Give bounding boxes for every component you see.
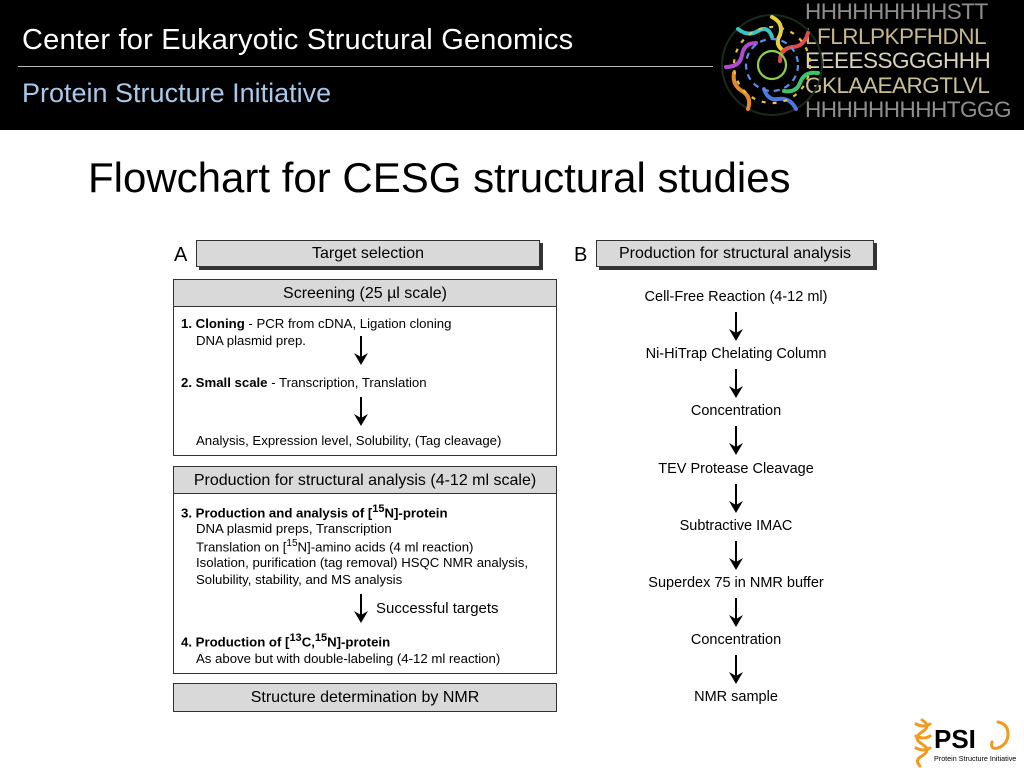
step4-line2: As above but with double-labeling (4-12 …: [196, 651, 501, 666]
flow-step-6: Superdex 75 in NMR buffer: [648, 575, 824, 591]
step3-line4: Isolation, purification (tag removal) HS…: [196, 555, 528, 570]
step4-isotope-c: 13: [289, 632, 302, 644]
step4-line1: 4. Production of [13C,15N]-protein: [181, 632, 390, 649]
step2-number: 2.: [181, 375, 192, 390]
sequence-graphic: HHHHHHHHHSTT LFLRLPKPFHDNL EEEESSGGGHHH …: [805, 0, 1024, 123]
sequence-line-2: LFLRLPKPFHDNL: [805, 23, 987, 49]
step2-title: Small scale: [195, 375, 268, 390]
step3-isotope: 15: [372, 503, 385, 515]
flow-step-5: Subtractive IMAC: [679, 517, 793, 534]
step3-line1: 3. Production and analysis of [15N]-prot…: [181, 503, 448, 520]
step1-line2: DNA plasmid prep.: [196, 333, 306, 348]
arrow-down-icon: [729, 426, 743, 456]
production-label: Production for structural analysis (4-12…: [193, 471, 537, 489]
step4-title-a: Production of [: [195, 634, 290, 650]
step2-detail: - Transcription, Translation: [267, 375, 427, 390]
step3-line5: Solubility, stability, and MS analysis: [196, 572, 403, 587]
step4-number: 4.: [181, 634, 192, 650]
screening-label: Screening (25 µl scale): [283, 284, 447, 302]
step3-line2: DNA plasmid preps, Transcription: [196, 521, 392, 536]
step3-title-b: N]-protein: [384, 505, 448, 521]
production-header: Production for structural analysis (4-12…: [173, 466, 557, 494]
step3-line3-a: Translation on [: [196, 539, 287, 555]
panel-b-header-box: Production for structural analysis: [596, 240, 874, 267]
structure-determination-label: Structure determination by NMR: [250, 688, 480, 706]
slide-title: Flowchart for CESG structural studies: [88, 154, 791, 201]
arrow-down-icon: [729, 540, 743, 570]
flow-step-1: Cell-Free Reaction (4-12 ml): [644, 289, 828, 305]
panel-b-label: B: [574, 244, 588, 266]
psi-tagline: Protein Structure Initiative: [934, 754, 1016, 763]
analysis-line: Analysis, Expression level, Solubility, …: [196, 433, 502, 448]
panel-b-header-label: Production for structural analysis: [618, 244, 852, 262]
successful-targets-label: Successful targets: [376, 600, 499, 617]
flow-step-4: TEV Protease Cleavage: [658, 460, 814, 477]
structure-determination-box: Structure determination by NMR: [173, 683, 557, 712]
step3-line3-b: N]-amino acids (4 ml reaction): [297, 539, 474, 555]
arrow-down-icon: [729, 369, 743, 399]
protein-structure-image: [721, 14, 823, 116]
arrow-down-icon: [729, 483, 743, 513]
initiative-subtitle: Protein Structure Initiative: [22, 78, 332, 108]
flow-step-7: Concentration: [690, 632, 782, 649]
sequence-line-1: HHHHHHHHHSTT: [805, 0, 988, 24]
arrow-down-icon: [354, 397, 368, 426]
arrow-down-icon: [729, 655, 743, 685]
target-selection-box: Target selection: [196, 240, 540, 267]
step1-title: Cloning: [195, 316, 245, 331]
arrow-down-icon: [729, 598, 743, 627]
screening-header: Screening (25 µl scale): [173, 279, 557, 307]
sequence-line-3: EEEESSGGGHHH: [805, 48, 991, 73]
step3-line3-isotope: 15: [286, 538, 298, 549]
step4-title-c: N]-protein: [327, 634, 391, 650]
step4-title-b: C,: [301, 634, 315, 650]
flow-step-8: NMR sample: [694, 689, 778, 706]
psi-wordmark: PSI: [934, 724, 976, 754]
arrow-down-icon: [729, 312, 743, 341]
flow-step-2: Ni-HiTrap Chelating Column: [645, 346, 827, 363]
step4-isotope-n: 15: [314, 632, 328, 644]
arrow-down-icon: [354, 594, 368, 623]
sequence-line-4: GKLAAEARGTLVL: [805, 72, 990, 98]
step2-line1: 2. Small scale - Transcription, Translat…: [181, 375, 427, 390]
production-panel: [173, 493, 557, 674]
step3-number: 3.: [181, 505, 192, 521]
center-title: Center for Eukaryotic Structural Genomic…: [22, 24, 574, 56]
step1-number: 1.: [181, 316, 192, 331]
step1-line1: 1. Cloning - PCR from cDNA, Ligation clo…: [181, 316, 451, 331]
arrow-down-icon: [354, 336, 368, 365]
sequence-line-5: HHHHHHHHHTGGG: [805, 97, 1012, 122]
panel-a-label: A: [174, 244, 188, 266]
target-selection-label: Target selection: [311, 244, 425, 262]
step1-detail: - PCR from cDNA, Ligation cloning: [244, 316, 452, 331]
header-divider: [18, 66, 713, 67]
screening-panel: [173, 306, 557, 456]
step3-line3: Translation on [15N]-amino acids (4 ml r…: [196, 538, 473, 554]
psi-logo: PSI Protein Structure Initiative: [914, 718, 1016, 768]
header-banner: Center for Eukaryotic Structural Genomic…: [0, 0, 1024, 130]
flow-step-3: Concentration: [690, 403, 782, 420]
step3-title-a: Production and analysis of [: [195, 505, 373, 521]
